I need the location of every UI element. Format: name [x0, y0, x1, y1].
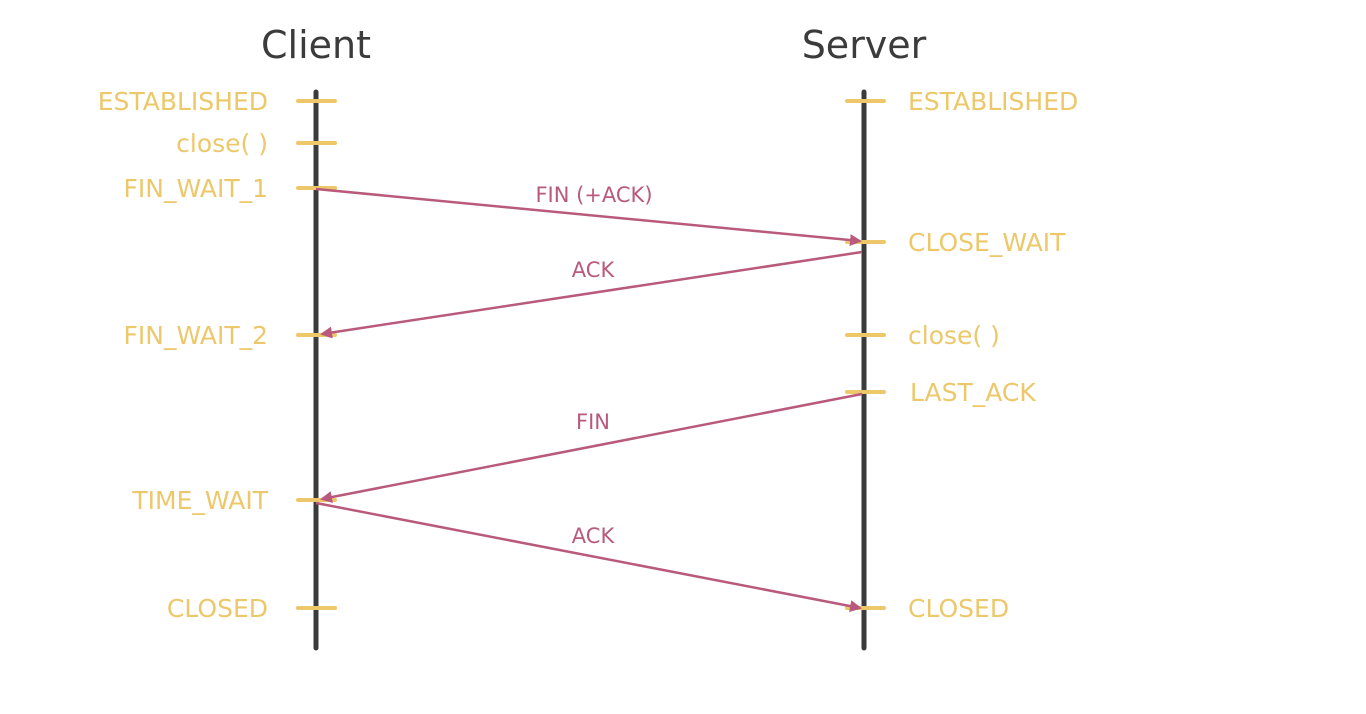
server-state-closed: CLOSED	[908, 594, 1009, 623]
message-arrow-fin	[320, 392, 863, 503]
message-arrow-fin-ack	[315, 187, 862, 247]
client-state-established: ESTABLISHED	[98, 87, 268, 116]
client-state-fin-wait-1: FIN_WAIT_1	[124, 174, 268, 203]
message-label-fin-ack: FIN (+ACK)	[535, 183, 652, 207]
client-state-fin-wait-2: FIN_WAIT_2	[124, 321, 268, 350]
server-state-established: ESTABLISHED	[908, 87, 1078, 116]
message-label-fin: FIN	[576, 410, 610, 434]
message-arrow-ack-1	[320, 250, 863, 339]
message-label-ack-2: ACK	[572, 524, 616, 548]
server-state-close-wait: CLOSE_WAIT	[908, 228, 1066, 257]
server-state-close: close( )	[908, 321, 1000, 350]
client-title: Client	[261, 23, 371, 67]
client-state-time-wait: TIME_WAIT	[131, 486, 268, 515]
server-state-last-ack: LAST_ACK	[910, 378, 1036, 407]
message-label-ack-1: ACK	[572, 258, 616, 282]
message-arrow-ack-2	[315, 501, 862, 612]
client-state-closed: CLOSED	[167, 594, 268, 623]
server-title: Server	[802, 23, 927, 67]
client-state-close: close( )	[176, 129, 268, 158]
